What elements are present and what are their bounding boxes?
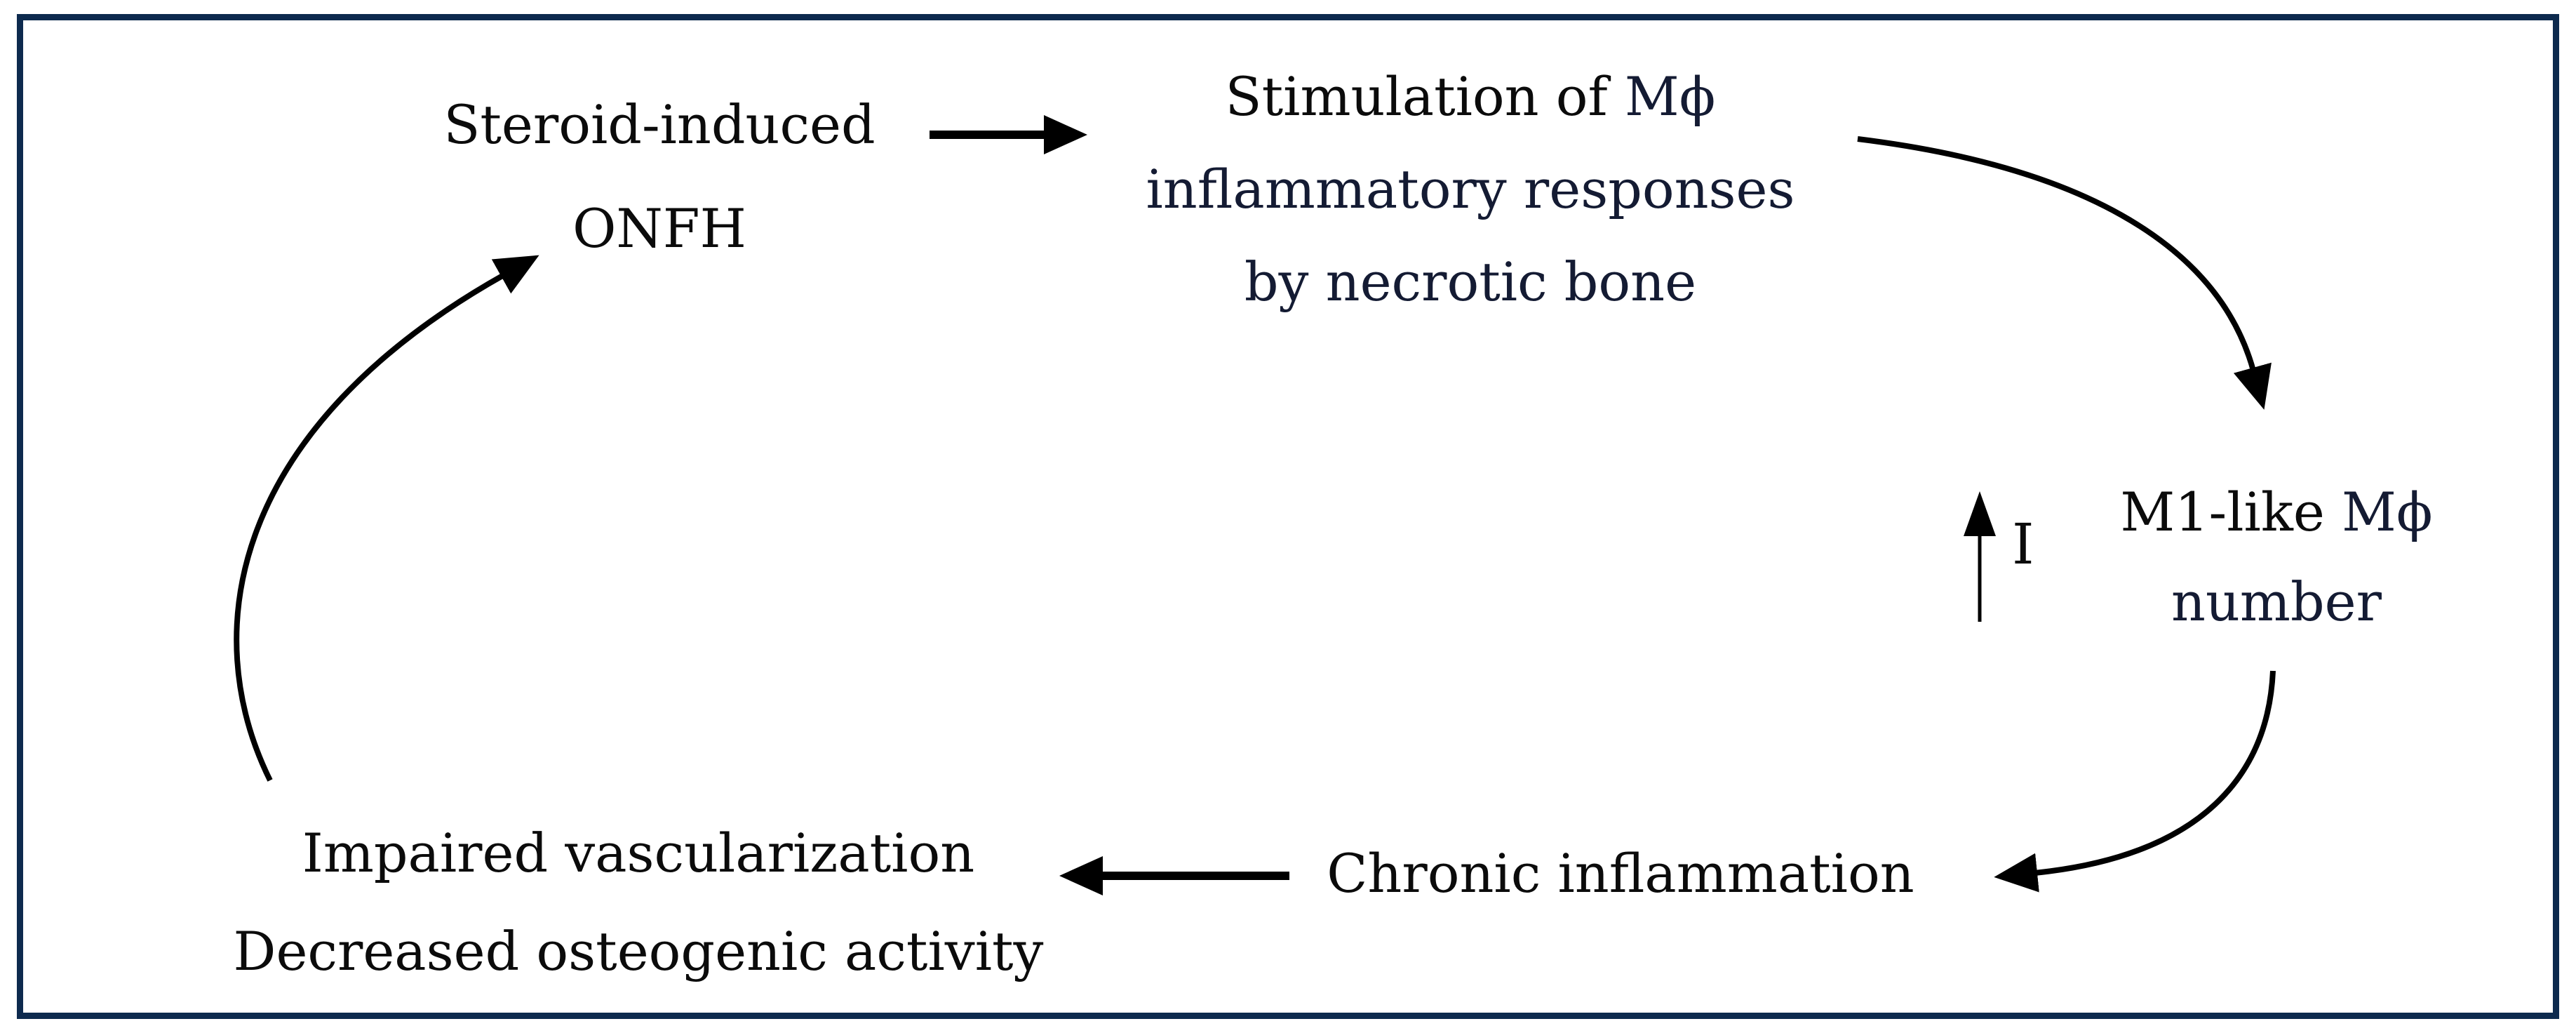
node-stimulation: Stimulation of Mϕ inflammatory responses… [1049, 51, 1891, 328]
steroid-line2: ONFH [239, 177, 1080, 281]
node-steroid-onfh: Steroid-induced ONFH [239, 73, 1080, 281]
increase-label: I [2012, 512, 2034, 577]
arrow-m1-to-chronic [1994, 670, 2276, 893]
node-chronic-inflammation: Chronic inflammation [1270, 825, 1971, 923]
impaired-line1: Impaired vascularization [302, 822, 975, 884]
stimulation-line1-prefix: Stimulation of [1225, 65, 1625, 128]
m1-line2: number [2171, 571, 2382, 633]
m1-line1: M1-like Mϕ [1996, 467, 2557, 557]
stimulation-line2: inflammatory responses [1146, 158, 1795, 220]
steroid-line1: Steroid-induced [239, 73, 1080, 177]
arrow-impaired-to-steroid [234, 255, 539, 782]
arrow-stimulation-to-m1 [1857, 136, 2272, 410]
m1-line1-prefix: M1-like [2120, 481, 2342, 543]
increase-up-arrow-icon [1964, 491, 1996, 622]
node-m1-number: M1-like Mϕ number [1996, 467, 2557, 647]
m1-line1-phi: Mϕ [2342, 481, 2433, 543]
stimulation-line3: by necrotic bone [1244, 251, 1697, 313]
chronic-label: Chronic inflammation [1327, 842, 1914, 905]
steroid-line2-text: ONFH [572, 197, 746, 260]
impaired-line2: Decreased osteogenic activity [233, 920, 1044, 982]
stimulation-line1-phi: Mϕ [1624, 65, 1716, 128]
stimulation-line1: Stimulation of Mϕ [1049, 51, 1891, 143]
node-impaired: Impaired vascularization Decreased osteo… [217, 804, 1059, 1001]
steroid-line1-text: Steroid-induced [443, 93, 876, 156]
